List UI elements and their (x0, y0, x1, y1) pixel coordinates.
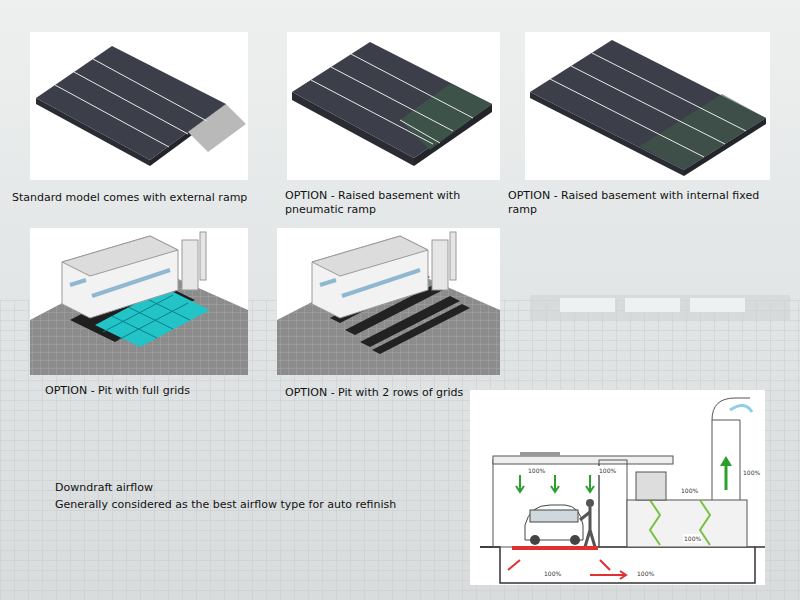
airflow-percent: 100% (598, 466, 617, 475)
option-caption: OPTION - Raised basement with pneumatic … (285, 189, 500, 217)
option-panel: OPTION - Raised basement with pneumatic … (285, 32, 500, 217)
option-panel: OPTION - Raised basement with internal f… (508, 32, 770, 217)
airflow-percent: 100% (543, 569, 562, 578)
airflow-percent: 100% (742, 468, 761, 477)
airflow-note: Generally considered as the best airflow… (55, 498, 396, 512)
option-caption: OPTION - Pit with full grids (45, 384, 260, 398)
option-caption: OPTION - Raised basement with internal f… (508, 189, 770, 217)
option-caption: OPTION - Pit with 2 rows of grids (285, 386, 515, 400)
airflow-percent: 100% (636, 569, 655, 578)
option-panel: OPTION - Pit with 2 rows of grids (285, 228, 515, 400)
option-panel: OPTION - Pit with full grids (45, 228, 260, 398)
option-panel: Standard model comes with external ramp (12, 32, 274, 205)
airflow-percent: 100% (527, 466, 546, 475)
airflow-percent: 100% (683, 534, 702, 543)
airflow-note: Downdraft airflow (55, 481, 153, 495)
option-caption: Standard model comes with external ramp (12, 191, 274, 205)
airflow-percent: 100% (680, 486, 699, 495)
